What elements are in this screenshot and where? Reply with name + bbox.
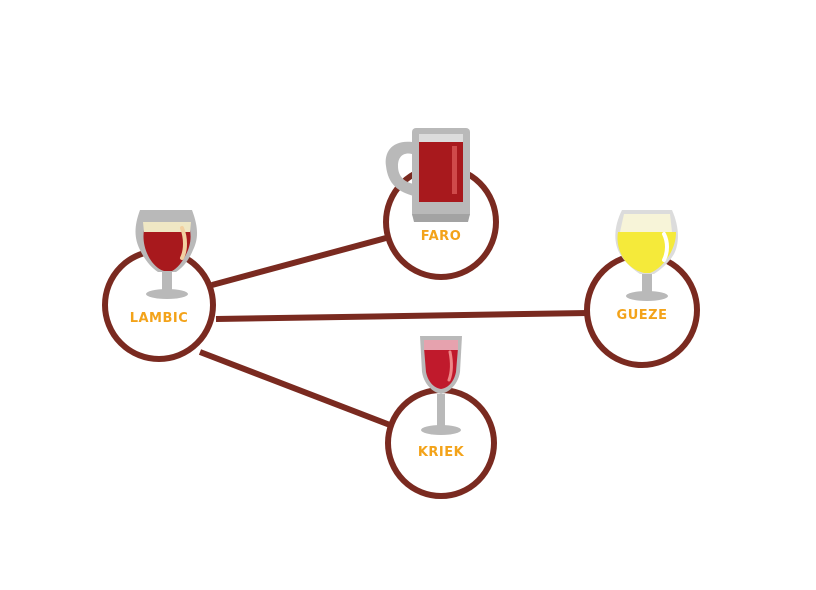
node-gueze-label: GUEZE — [616, 308, 668, 323]
kriek-wine-glass-icon — [420, 336, 462, 435]
edge-lambic-kriek — [198, 349, 392, 428]
node-lambic-label: LAMBIC — [129, 311, 189, 326]
gueze-tulip-glass-icon — [615, 210, 678, 301]
edge-lambic-gueze — [215, 310, 589, 322]
node-faro-label: FARO — [420, 229, 462, 244]
faro-beer-mug-icon — [385, 128, 470, 222]
lambic-tulip-glass-icon — [135, 210, 198, 299]
node-kriek-label: KRIEK — [417, 445, 465, 460]
edge-lambic-faro — [211, 235, 387, 288]
